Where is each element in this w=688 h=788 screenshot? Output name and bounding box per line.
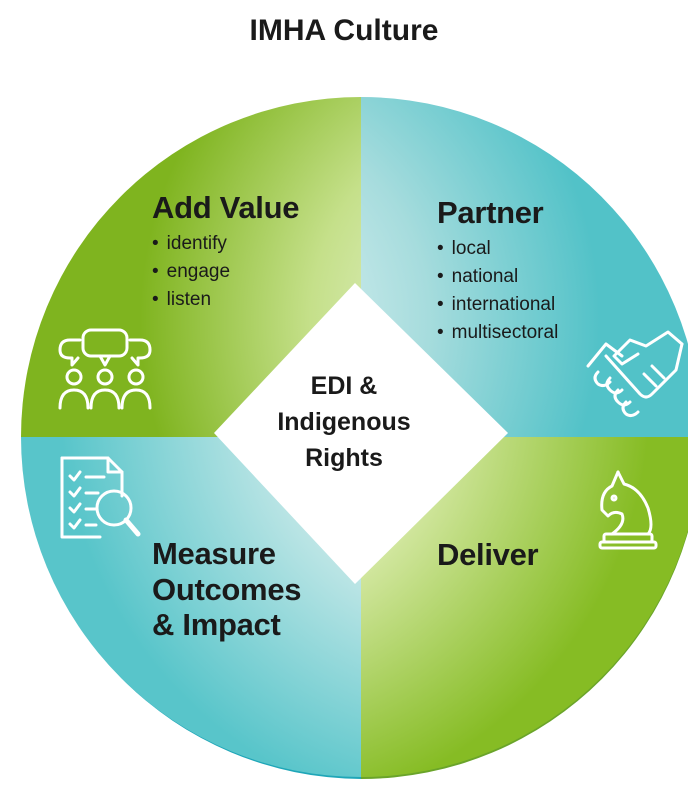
quadrant-measure-label: Measure Outcomes & Impact: [152, 536, 302, 643]
partner-bullet: multisectoral: [437, 319, 559, 347]
add-value-heading: Add Value: [152, 190, 300, 225]
center-label: EDI & Indigenous Rights: [244, 368, 444, 476]
measure-heading-line: Measure: [152, 536, 276, 571]
document-magnifier-icon: [60, 456, 141, 539]
partner-bullet: international: [437, 291, 558, 319]
measure-heading-line: & Impact: [152, 607, 281, 643]
center-diamond: [214, 283, 508, 584]
partner-heading: Partner: [437, 195, 544, 230]
add-value-bullet: engage: [152, 258, 299, 286]
center-line: Indigenous: [277, 408, 411, 436]
page-title: IMHA Culture: [249, 14, 439, 47]
quadrant-deliver-label: Deliver: [437, 537, 539, 573]
add-value-bullet: identify: [152, 230, 299, 258]
measure-heading-line: Outcomes: [152, 571, 302, 607]
partner-bullet: local: [437, 235, 558, 263]
center-line: EDI &: [310, 372, 378, 400]
center-line: Rights: [305, 444, 383, 472]
handshake-icon: [586, 330, 684, 418]
add-value-bullets: identify engage listen: [152, 230, 299, 314]
quadrant-deliver: [361, 437, 688, 777]
chess-knight-icon: [598, 470, 658, 550]
partner-bullet: national: [437, 263, 558, 291]
quadrant-partner-label: Partner local national international mul…: [437, 195, 558, 347]
deliver-heading: Deliver: [437, 537, 539, 572]
quadrant-add-value-label: Add Value identify engage listen: [152, 190, 299, 314]
add-value-bullet: listen: [152, 286, 299, 314]
people-conversation-icon: [58, 328, 152, 410]
partner-bullets: local national international multisector…: [437, 235, 559, 347]
